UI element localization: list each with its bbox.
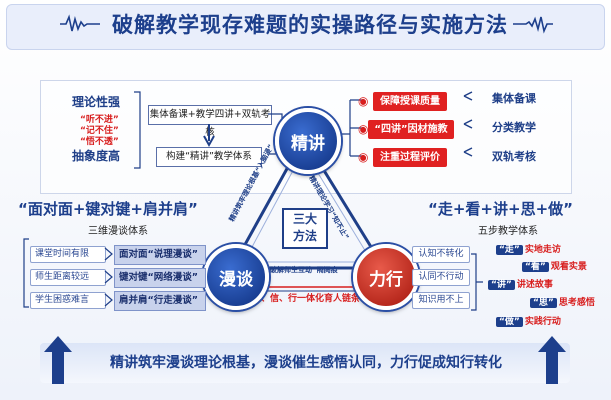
red-box-fourtalks: “四讲”因材施教 <box>368 120 454 139</box>
center-method-box: 三大 方法 <box>282 208 328 249</box>
method-1: 面对面“说理漫谈” <box>114 245 206 265</box>
right-tag-1: 集体备课 <box>492 92 536 105</box>
red-tag-1: “听不进” <box>80 115 119 125</box>
step-think: “思”思考感悟 <box>530 296 595 311</box>
bullet-icon-1: ◉ <box>358 94 369 108</box>
cognition-3: 知识用不上 <box>412 292 470 309</box>
step-talk: “讲”讲述故事 <box>488 278 553 293</box>
cognition-1: 认知不转化 <box>412 246 470 263</box>
left-bracket <box>134 91 141 169</box>
left-tag-theory: 理论性强 <box>72 95 121 109</box>
right-wave-icon <box>513 16 553 34</box>
right-slogan: “走+看+讲+思+做” <box>428 200 573 218</box>
connector-right <box>340 99 364 157</box>
right-tag-2: 分类教学 <box>492 121 536 134</box>
node-mantan: 漫谈 <box>203 244 269 310</box>
up-arrow-left-icon <box>44 336 72 384</box>
process-box-bottom: 构建“精讲”教学体系 <box>156 147 262 167</box>
step-do: “做”实践行动 <box>496 315 561 330</box>
page-title: 破解教学现存难题的实操路径与实施方法 <box>112 13 508 37</box>
right-panel-bracket <box>471 253 483 311</box>
node-lixing: 力行 <box>353 244 419 310</box>
up-arrow-right-icon <box>538 336 566 384</box>
bottom-banner <box>40 343 570 383</box>
center-line-2: 方法 <box>292 229 317 243</box>
down-arrow-icon <box>203 124 215 148</box>
center-line-1: 三大 <box>292 212 317 226</box>
cognition-2: 认同不行动 <box>412 269 470 286</box>
title-bar <box>6 4 605 50</box>
red-box-evaluation: 注重过程评价 <box>373 148 447 167</box>
red-tag-3: “悟不透” <box>80 137 119 147</box>
left-panel-bracket <box>23 238 29 308</box>
method-2: 键对键“网络漫谈” <box>114 268 206 288</box>
bullet-icon-3: ◉ <box>358 150 369 164</box>
method-3: 肩并肩“行走漫谈” <box>114 291 206 311</box>
red-tag-2: “记不住” <box>80 126 119 136</box>
step-see: “看”观看实景 <box>522 260 587 275</box>
bottom-summary: 精讲筑牢漫谈理论根基，漫谈催生感悟认同，力行促成知行转化 <box>110 355 502 371</box>
edge-label-bottom: 破解师生互动“隔阂痕” <box>270 266 343 274</box>
problem-1: 课堂时间有限 <box>30 246 106 263</box>
problem-2: 师生距离较远 <box>30 269 106 286</box>
right-subtitle: 五步教学体系 <box>478 226 538 237</box>
red-box-quality: 保障授课质量 <box>373 92 447 111</box>
left-subtitle: 三维漫谈体系 <box>88 226 148 237</box>
left-wave-icon <box>60 14 100 32</box>
node-jingjiang: 精讲 <box>275 108 341 174</box>
left-arrows <box>104 247 113 307</box>
left-tag-abstract: 抽象度高 <box>72 149 121 163</box>
chain-label: 知、信、行一体化育人链条 <box>252 294 361 304</box>
right-tag-3: 双轨考核 <box>492 150 536 163</box>
problem-3: 学生困惑难言 <box>30 292 106 309</box>
right-brackets <box>463 91 473 157</box>
bullet-icon-2: ◉ <box>358 122 369 136</box>
left-slogan: “面对面+键对键+肩并肩” <box>18 200 198 218</box>
step-walk: “走”实地走访 <box>496 243 561 258</box>
